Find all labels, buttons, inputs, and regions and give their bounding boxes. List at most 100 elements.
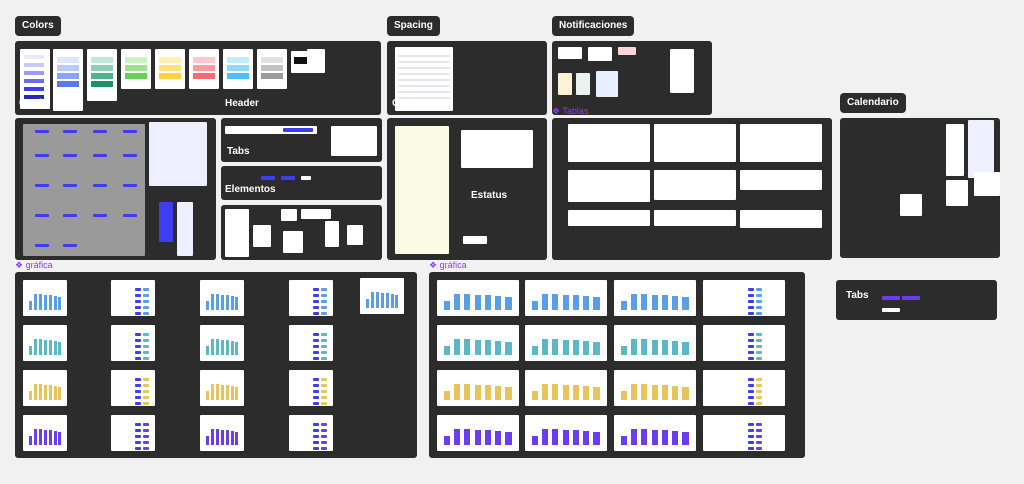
chart-thumbnail[interactable] (437, 280, 519, 316)
table-card[interactable] (740, 124, 822, 162)
card-item[interactable] (123, 154, 137, 157)
card-item[interactable] (35, 130, 49, 133)
chart-thumbnail[interactable] (525, 370, 607, 406)
chart-thumbnail[interactable] (437, 415, 519, 451)
table-card[interactable] (654, 124, 736, 162)
chart-thumbnail[interactable] (614, 370, 696, 406)
notification-card[interactable] (558, 73, 572, 95)
chart-thumbnail[interactable] (289, 370, 333, 406)
card-sidebar[interactable] (159, 202, 173, 242)
colors-title[interactable]: Colors (15, 16, 61, 36)
neutral-card[interactable] (307, 49, 325, 65)
card-item[interactable] (93, 184, 107, 187)
chart-thumbnail[interactable] (289, 325, 333, 361)
toast-card-error[interactable] (618, 47, 636, 55)
card-item[interactable] (93, 130, 107, 133)
header-card[interactable] (331, 126, 377, 156)
chart-thumbnail[interactable] (200, 370, 244, 406)
header-active[interactable] (283, 128, 313, 132)
card-item[interactable] (123, 130, 137, 133)
chart-thumbnail[interactable] (703, 280, 785, 316)
elementos-frame[interactable]: Elementos (221, 166, 382, 200)
palette-card[interactable] (155, 49, 185, 89)
card-item[interactable] (35, 214, 49, 217)
colors-frame[interactable]: Cards Header (15, 41, 381, 115)
card-item[interactable] (93, 214, 107, 217)
chart-thumbnail[interactable] (111, 415, 155, 451)
table-card[interactable] (740, 170, 822, 190)
card-item[interactable] (35, 244, 49, 247)
card-grid[interactable] (23, 124, 145, 256)
calendar-card[interactable] (946, 124, 964, 176)
card-item[interactable] (123, 214, 137, 217)
element-card[interactable] (281, 209, 297, 221)
table-card[interactable] (654, 210, 736, 226)
toast-card[interactable] (558, 47, 582, 59)
chart-thumbnail[interactable] (111, 325, 155, 361)
card-item[interactable] (63, 130, 77, 133)
element-chip[interactable] (301, 176, 311, 180)
tab-chip[interactable] (902, 296, 920, 300)
tab-chip[interactable] (882, 296, 900, 300)
calendar-card[interactable] (946, 180, 968, 206)
element-card[interactable] (225, 209, 249, 257)
chart-thumbnail[interactable] (614, 415, 696, 451)
spacing-frame[interactable]: Cards (387, 41, 547, 115)
chart-thumbnail[interactable] (614, 280, 696, 316)
chart-thumbnail[interactable] (437, 370, 519, 406)
chart-thumbnail[interactable] (525, 280, 607, 316)
table-card[interactable] (740, 210, 822, 228)
chart-thumbnail[interactable] (703, 325, 785, 361)
palette-card[interactable] (223, 49, 253, 89)
palette-card[interactable] (53, 49, 83, 111)
notification-card[interactable] (576, 73, 590, 95)
chart-thumbnail[interactable] (525, 325, 607, 361)
chart-thumbnail[interactable] (289, 280, 333, 316)
chart-thumbnail[interactable] (23, 325, 67, 361)
chart-thumbnail[interactable] (111, 280, 155, 316)
table-card[interactable] (568, 210, 650, 226)
chart-thumbnail[interactable] (703, 415, 785, 451)
grafica-right-frame[interactable] (429, 272, 805, 458)
chart-thumbnail[interactable] (525, 415, 607, 451)
card-item[interactable] (93, 154, 107, 157)
cards-left-frame[interactable] (15, 118, 216, 260)
card-item[interactable] (35, 184, 49, 187)
calendar-card[interactable] (900, 194, 922, 216)
notificaciones-title[interactable]: Notificaciones (552, 16, 635, 36)
chart-thumbnail[interactable] (200, 325, 244, 361)
element-chip[interactable] (281, 176, 295, 180)
card-item[interactable] (123, 184, 137, 187)
element-card[interactable] (347, 225, 363, 245)
chart-thumbnail[interactable] (614, 325, 696, 361)
status-card[interactable] (461, 130, 533, 168)
palette-card[interactable] (257, 49, 287, 89)
chart-thumbnail[interactable] (289, 415, 333, 451)
palette-card[interactable] (87, 49, 117, 101)
chart-thumbnail[interactable] (200, 280, 244, 316)
palette-card[interactable] (121, 49, 151, 89)
notification-list[interactable] (670, 49, 694, 93)
table-card[interactable] (568, 124, 650, 162)
calendario-title[interactable]: Calendario (840, 93, 906, 113)
grafica-left-frame[interactable] (15, 272, 417, 458)
header-bar[interactable] (225, 126, 317, 134)
element-chip[interactable] (261, 176, 275, 180)
card-item[interactable] (63, 244, 77, 247)
notification-card[interactable] (596, 71, 618, 97)
chart-thumbnail[interactable] (23, 280, 67, 316)
chart-thumbnail[interactable] (111, 370, 155, 406)
chart-thumbnail[interactable] (703, 370, 785, 406)
tabs-frame[interactable]: Tabs (221, 118, 382, 162)
estatus-frame[interactable]: Estatus (387, 118, 547, 260)
status-card-list[interactable] (395, 126, 449, 254)
notificaciones-frame[interactable]: ❖ Tablas (552, 41, 712, 116)
calendar-card[interactable] (974, 172, 1000, 196)
element-card[interactable] (283, 231, 303, 253)
table-card[interactable] (654, 170, 736, 200)
tab-chip[interactable] (882, 308, 900, 312)
element-card[interactable] (325, 221, 339, 247)
chart-thumbnail[interactable] (23, 415, 67, 451)
chart-thumbnail[interactable] (23, 370, 67, 406)
spacing-title[interactable]: Spacing (387, 16, 440, 36)
